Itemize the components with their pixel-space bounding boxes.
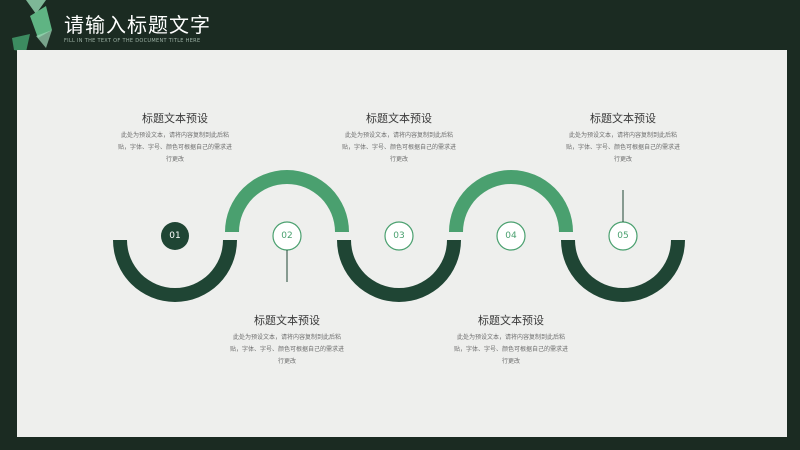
step-heading-5: 标题文本预设: [590, 112, 656, 125]
dark-arc-3: [561, 240, 685, 302]
step-number-4: 04: [505, 231, 517, 241]
step-number-3: 03: [393, 231, 405, 241]
step-body-3: 此处为预设文本，请将内容复制到此后粘贴，字体、字号、颜色可根据自己的需求进行更改: [341, 132, 456, 163]
step-number-5: 05: [617, 231, 629, 241]
process-wave-diagram: [113, 170, 685, 302]
slide-subtitle: FILL IN THE TEXT OF THE DOCUMENT TITLE H…: [64, 38, 201, 44]
slide-title: 请输入标题文字: [64, 13, 211, 37]
step-text-3: 标题文本预设 此处为预设文本，请将内容复制到此后粘贴，字体、字号、颜色可根据自己…: [329, 110, 469, 166]
step-body-2: 此处为预设文本，请将内容复制到此后粘贴，字体、字号、颜色可根据自己的需求进行更改: [229, 334, 344, 365]
step-heading-4: 标题文本预设: [478, 314, 544, 327]
step-heading-1: 标题文本预设: [142, 112, 208, 125]
step-heading-3: 标题文本预设: [366, 112, 432, 125]
green-arc-1: [225, 170, 349, 232]
dark-arc-1: [113, 240, 237, 302]
green-arc-2: [449, 170, 573, 232]
step-number-1: 01: [169, 231, 181, 241]
step-text-1: 标题文本预设 此处为预设文本，请将内容复制到此后粘贴，字体、字号、颜色可根据自己…: [105, 110, 245, 166]
step-body-1: 此处为预设文本，请将内容复制到此后粘贴，字体、字号、颜色可根据自己的需求进行更改: [117, 132, 232, 163]
content-panel: 01 02 03 04 05 标题文本预设 此处为预设文本，请将内容复制到此后粘…: [17, 50, 787, 437]
step-circle-3: [384, 221, 414, 251]
step-body-5: 此处为预设文本，请将内容复制到此后粘贴，字体、字号、颜色可根据自己的需求进行更改: [565, 132, 680, 163]
dark-arc-2: [337, 240, 461, 302]
step-body-4: 此处为预设文本，请将内容复制到此后粘贴，字体、字号、颜色可根据自己的需求进行更改: [453, 334, 568, 365]
step-heading-2: 标题文本预设: [254, 314, 320, 327]
step-text-5: 标题文本预设 此处为预设文本，请将内容复制到此后粘贴，字体、字号、颜色可根据自己…: [553, 110, 693, 166]
step-text-2: 标题文本预设 此处为预设文本，请将内容复制到此后粘贴，字体、字号、颜色可根据自己…: [217, 312, 357, 368]
step-number-2: 02: [281, 231, 293, 241]
step-circle-4: [496, 221, 526, 251]
logo-diamonds-decoration: [12, 0, 52, 52]
step-circle-1: [161, 222, 189, 250]
step-text-4: 标题文本预设 此处为预设文本，请将内容复制到此后粘贴，字体、字号、颜色可根据自己…: [441, 312, 581, 368]
